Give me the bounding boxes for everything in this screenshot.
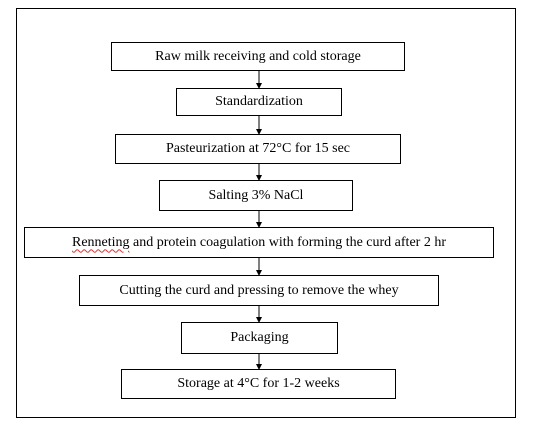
step-label: Renneting and protein coagulation with f… xyxy=(71,234,446,250)
step-label-rest: and protein coagulation with forming the… xyxy=(129,234,446,250)
step-label: Storage at 4°C for 1-2 weeks xyxy=(177,376,340,391)
step-renneting: Renneting and protein coagulation with f… xyxy=(24,227,494,258)
step-label: Cutting the curd and pressing to remove … xyxy=(119,282,399,298)
step-storage: Storage at 4°C for 1-2 weeks xyxy=(121,369,396,399)
diagram-frame xyxy=(16,8,516,418)
step-label: Pasteurization at 72°C for 15 sec xyxy=(165,141,351,156)
step-label: Standardization xyxy=(215,94,303,109)
step-packaging: Packaging xyxy=(181,322,338,354)
spellcheck-word: Renneting xyxy=(71,234,130,250)
step-pasteurization: Pasteurization at 72°C for 15 sec xyxy=(115,134,401,164)
step-raw-milk-receiving: Raw milk receiving and cold storage xyxy=(111,42,405,71)
step-salting: Salting 3% NaCl xyxy=(159,180,353,211)
step-label: Packaging xyxy=(230,330,289,345)
step-cutting-curd: Cutting the curd and pressing to remove … xyxy=(79,275,439,306)
step-label: Salting 3% NaCl xyxy=(208,187,304,203)
step-label: Raw milk receiving and cold storage xyxy=(155,48,361,64)
step-standardization: Standardization xyxy=(176,88,342,116)
